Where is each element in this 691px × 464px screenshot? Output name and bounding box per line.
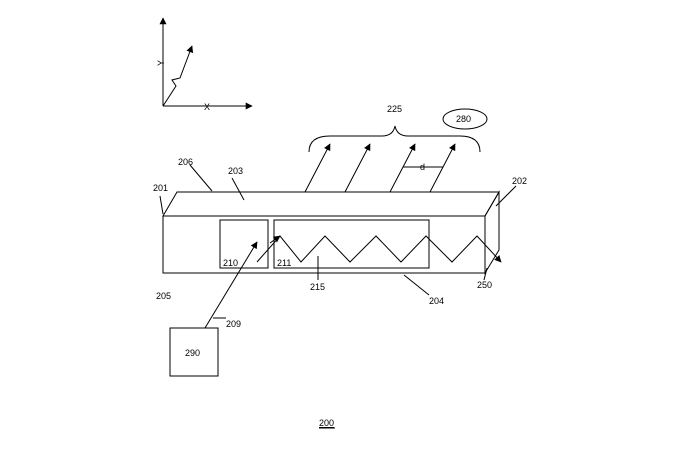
end-face bbox=[485, 192, 499, 273]
label-201: 201 bbox=[153, 183, 168, 193]
ray-4 bbox=[430, 144, 455, 192]
label-250: 250 bbox=[477, 280, 492, 290]
label-215: 215 bbox=[310, 282, 325, 292]
label-204: 204 bbox=[429, 296, 444, 306]
figure-number: 200 bbox=[319, 418, 334, 428]
label-202: 202 bbox=[512, 176, 527, 186]
leader-204 bbox=[404, 275, 429, 295]
leader-206 bbox=[190, 165, 212, 191]
label-211: 211 bbox=[277, 258, 291, 268]
source-beam-209 bbox=[205, 242, 257, 328]
ray-2 bbox=[345, 144, 370, 192]
top-face bbox=[163, 192, 499, 216]
outcoupled-rays: d bbox=[305, 144, 455, 192]
label-206: 206 bbox=[178, 157, 193, 167]
label-290: 290 bbox=[185, 348, 200, 358]
brace-225 bbox=[309, 126, 480, 152]
y-axis-label: Y bbox=[156, 60, 166, 66]
front-face bbox=[163, 216, 485, 273]
leader-203 bbox=[232, 178, 244, 200]
spacing-d-label: d bbox=[420, 162, 425, 172]
x-axis-label: X bbox=[204, 102, 210, 112]
zigzag-light-path bbox=[257, 236, 501, 262]
label-210: 210 bbox=[223, 258, 238, 268]
z-axis bbox=[163, 46, 192, 106]
label-205: 205 bbox=[156, 291, 171, 301]
label-280: 280 bbox=[456, 114, 471, 124]
coordinate-axes: Y X bbox=[156, 18, 252, 112]
leader-201 bbox=[160, 196, 163, 214]
leader-lines bbox=[160, 165, 516, 318]
label-225: 225 bbox=[387, 104, 402, 114]
label-209: 209 bbox=[226, 319, 241, 329]
ray-3 bbox=[390, 144, 415, 192]
label-203: 203 bbox=[228, 166, 243, 176]
waveguide-box bbox=[163, 192, 499, 273]
